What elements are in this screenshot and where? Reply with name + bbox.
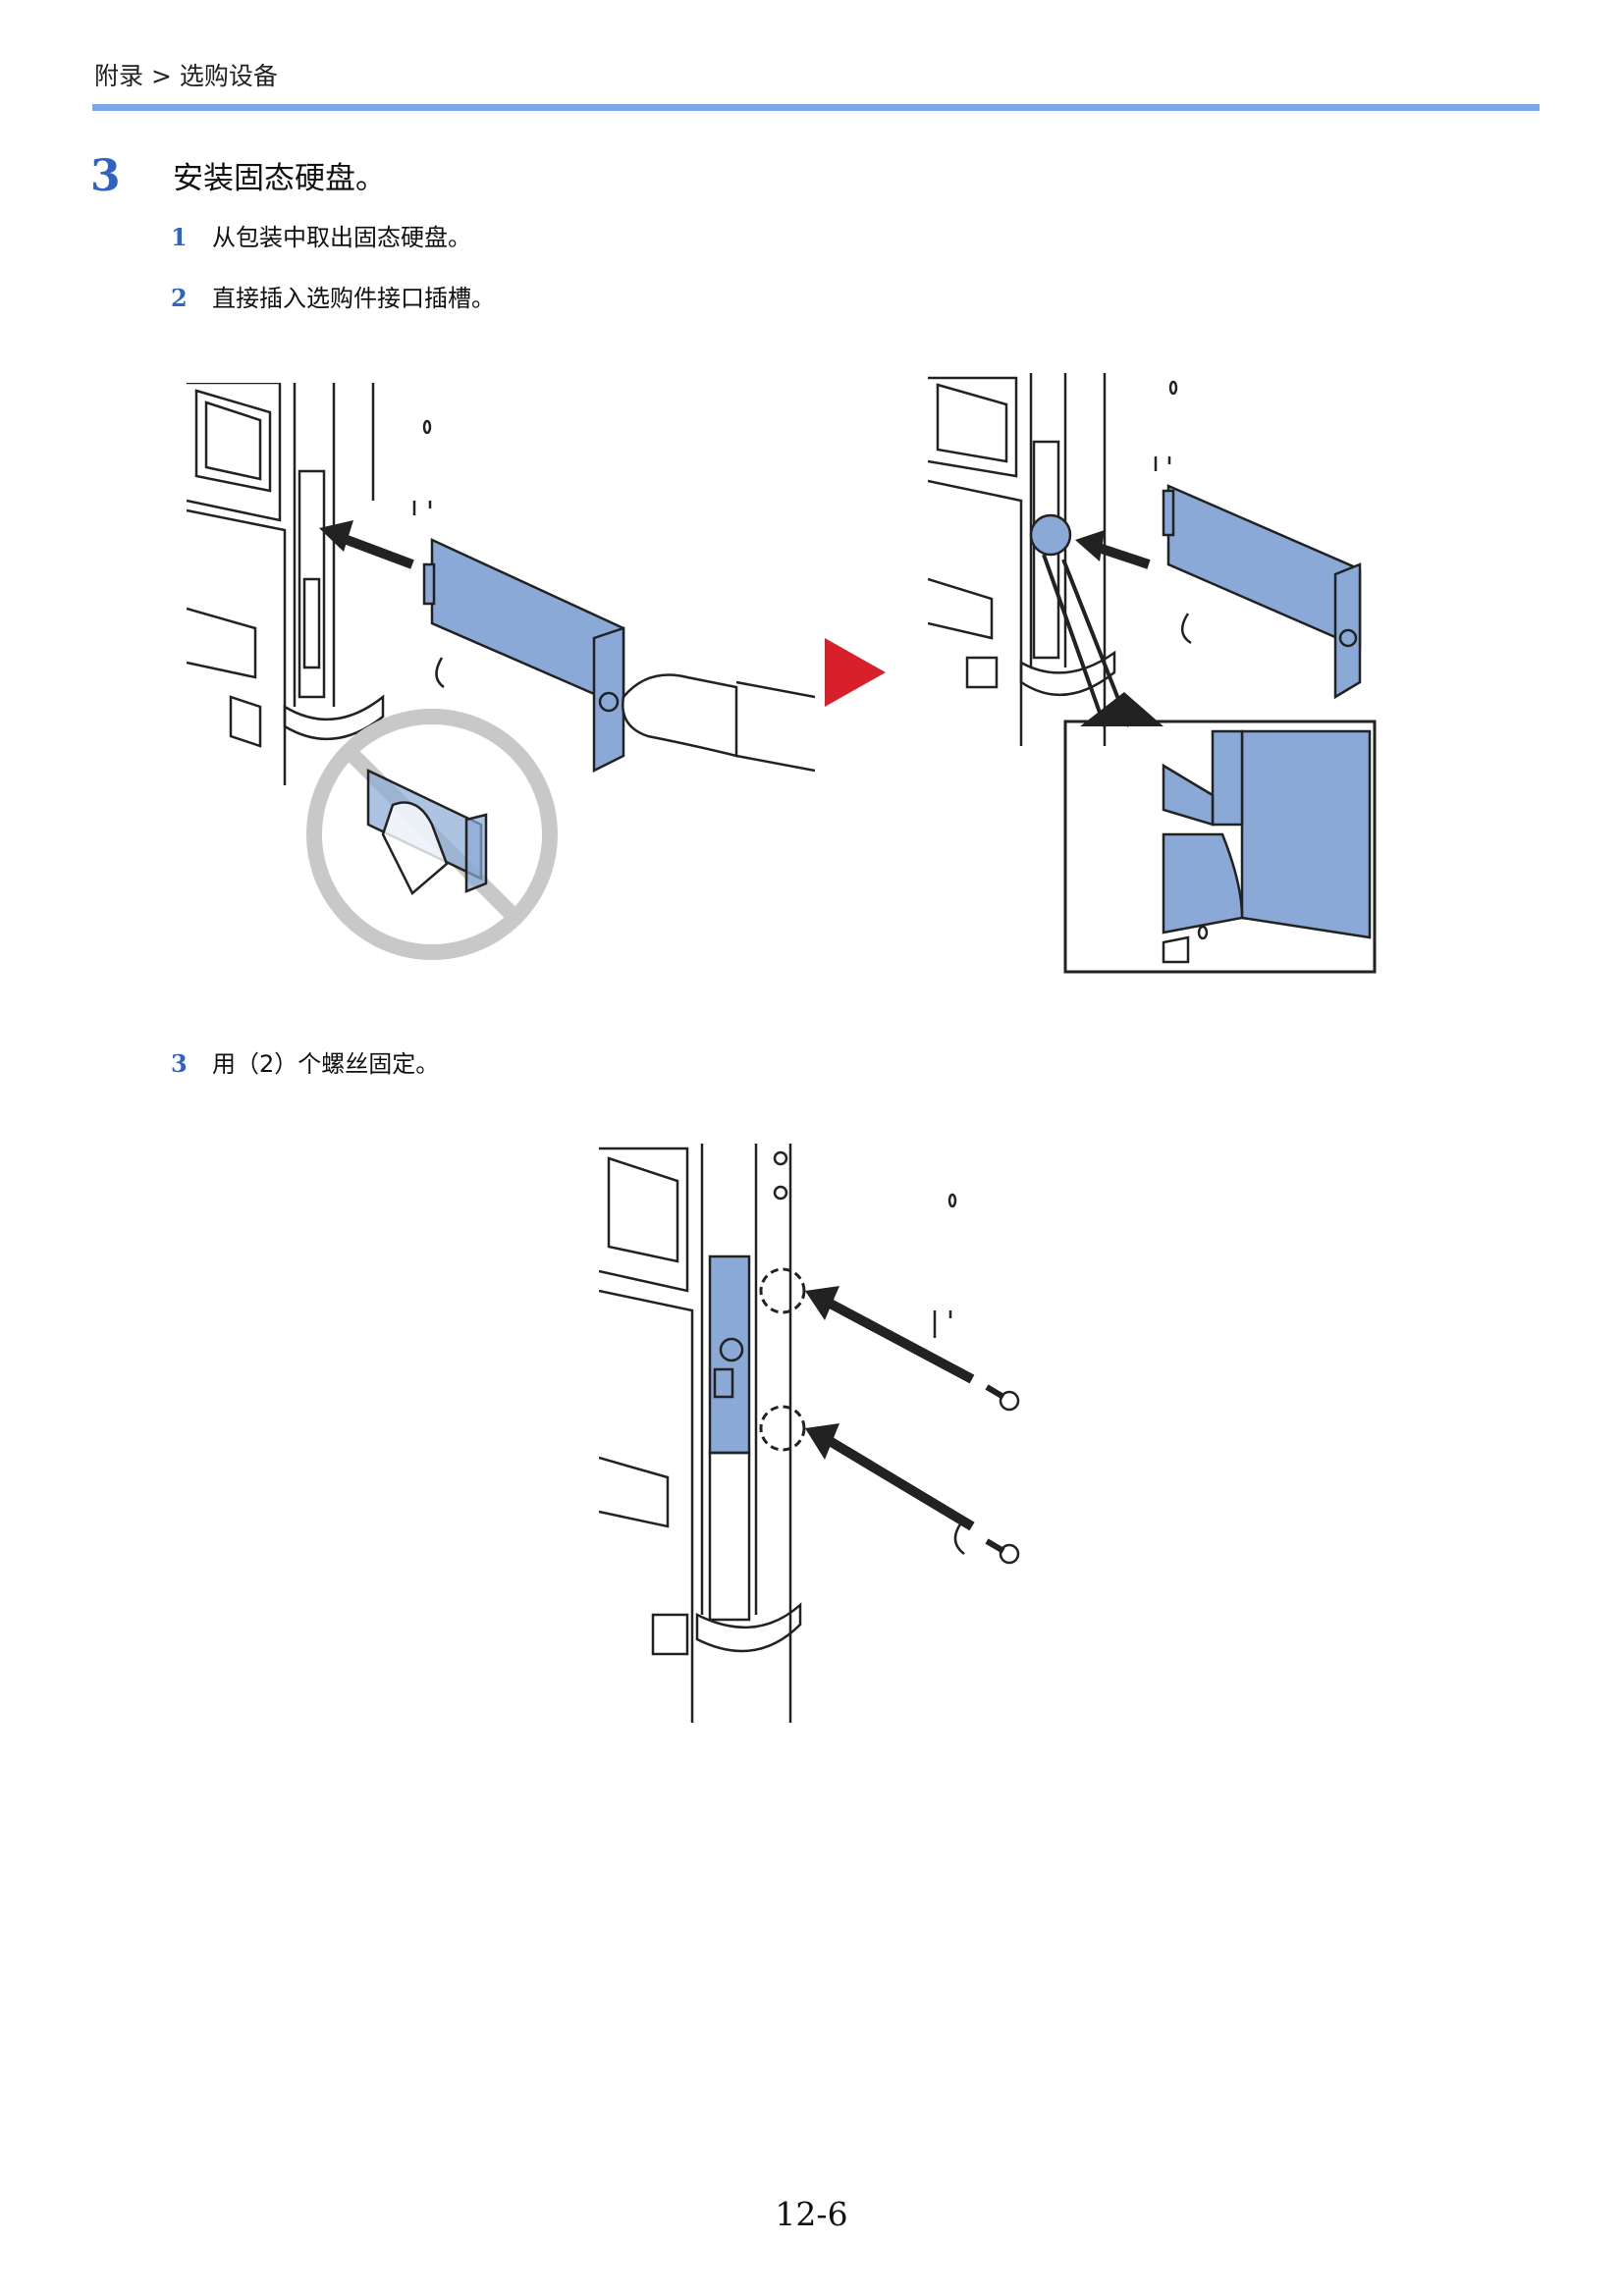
- substep-3: 3 用（2）个螺丝固定。: [171, 1044, 439, 1079]
- substep-2: 2 直接插入选购件接口插槽。: [171, 279, 495, 313]
- substep-number: 1: [171, 223, 188, 251]
- substep-number: 2: [171, 284, 188, 312]
- header-rule: [92, 104, 1540, 111]
- substep-text: 用（2）个螺丝固定。: [212, 1050, 440, 1078]
- breadcrumb: 附录 > 选购设备: [94, 62, 278, 90]
- step-number: 3: [90, 151, 121, 201]
- page-number: 12-6: [775, 2195, 848, 2233]
- substep-1: 1 从包装中取出固态硬盘。: [171, 218, 471, 252]
- illustration-ssd-inserted: [928, 373, 1389, 982]
- illustration-insert-ssd: [187, 383, 815, 972]
- next-step-arrow: [825, 638, 890, 707]
- substep-text: 从包装中取出固态硬盘。: [212, 224, 471, 251]
- substep-text: 直接插入选购件接口插槽。: [212, 285, 495, 312]
- substep-number: 3: [171, 1049, 188, 1078]
- step-title: 安装固态硬盘。: [173, 161, 386, 196]
- illustration-fix-screws: [599, 1144, 1031, 1733]
